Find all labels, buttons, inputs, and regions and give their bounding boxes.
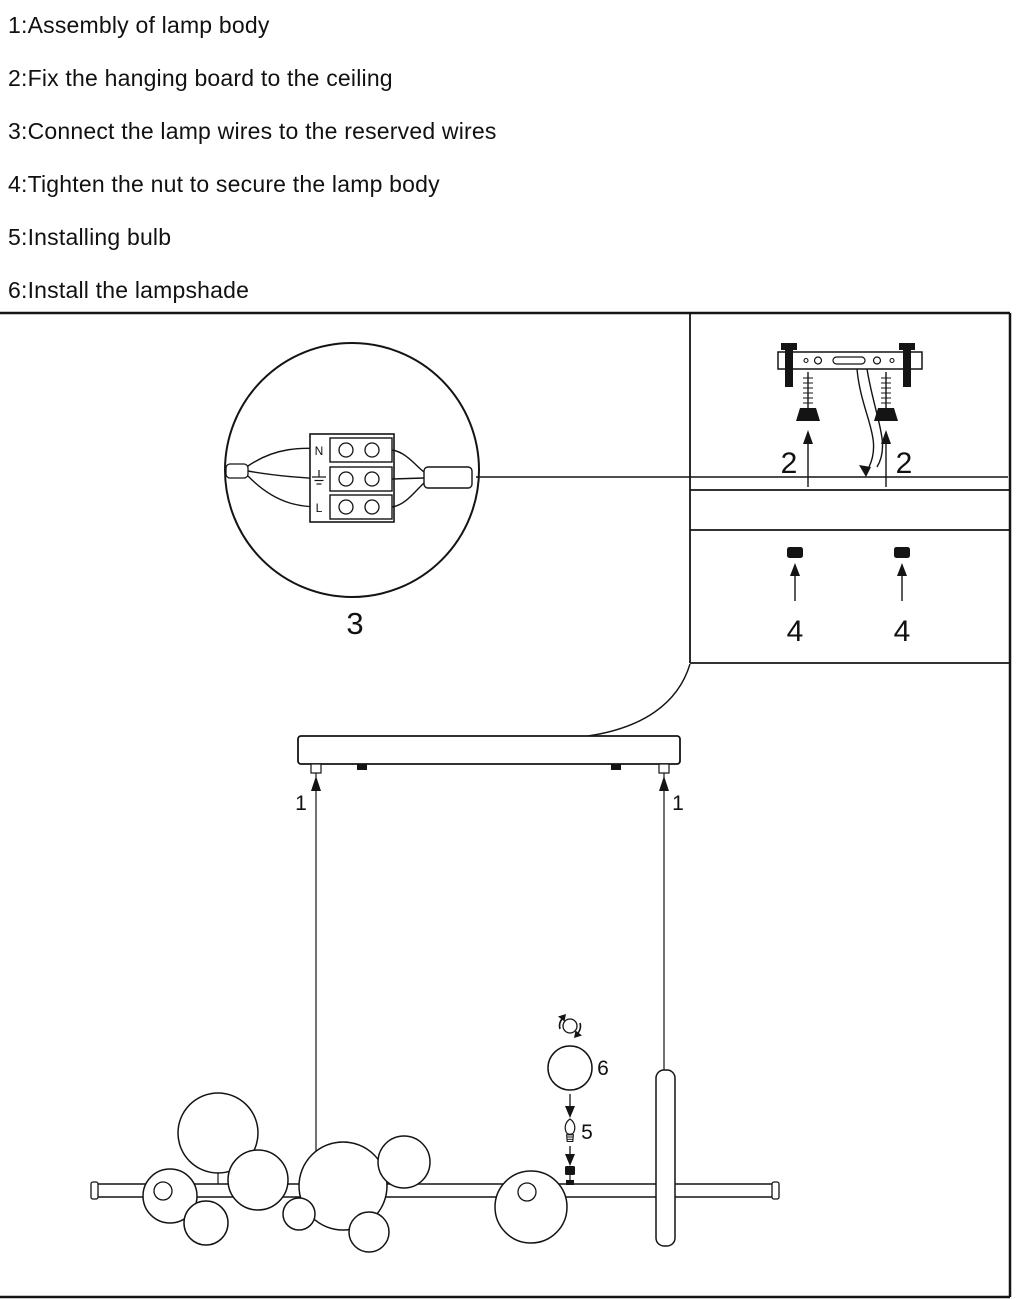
mounting-screw-left [796,372,820,421]
step5-label: 5 [581,1121,593,1144]
nut-panel: 4 4 [787,547,911,648]
instruction-step-2: 2:Fix the hanging board to the ceiling [8,65,393,91]
bar-endcap [90,1181,99,1200]
step6-label: 6 [597,1057,609,1080]
canopy-connector [658,763,670,774]
step2-label-right: 2 [896,447,913,480]
step4-label-left: 4 [787,615,804,648]
mounting-bolt-left [781,343,797,387]
canopy-stud [357,764,367,770]
glass-globe [282,1197,316,1231]
terminal-screw [364,442,380,458]
ceiling-canopy [297,735,681,765]
instruction-step-4: 4:Tighten the nut to secure the lamp bod… [8,171,440,197]
rotate-clockwise-icon [558,1014,582,1038]
hanging-board-panel: 2 2 [777,343,923,487]
leader-arc [587,663,691,737]
earth-ground-icon [312,470,326,485]
lamp-assembly: 1 1 [90,663,780,1253]
mounting-bolt-right [899,343,915,387]
hanging-board [777,351,923,370]
cable-right [423,466,473,489]
globe-socket [153,1181,173,1201]
instruction-step-6: 6:Install the lampshade [8,277,250,303]
board-slot [832,356,866,365]
instruction-step-5: 5:Installing bulb [8,224,172,250]
wire [391,482,425,508]
glass-globe [177,1092,259,1174]
terminal-screw [338,471,354,487]
reserved-wire [866,368,884,468]
wire-connection-detail: N L 3 [224,342,1008,641]
terminal-block [309,433,395,523]
arrow-up-icon [311,776,321,791]
board-hole [813,356,823,365]
socket-mount [566,1180,574,1185]
panel-lines [689,313,1010,664]
terminal-screw [364,499,380,515]
reserved-wire [856,368,875,468]
bar-endcap [771,1181,780,1200]
wire-arrowhead-icon [859,465,871,477]
arrow-up-icon [659,776,669,791]
arrow-up-icon [897,563,907,601]
instruction-step-3: 3:Connect the lamp wires to the reserved… [8,118,497,144]
canopy-stud [611,764,621,770]
mounting-screw-right [874,372,898,421]
board-hole [889,357,895,364]
neutral-terminal-label: N [315,444,324,458]
arrow-down-icon [565,1146,575,1166]
step4-label-right: 4 [894,615,911,648]
frame-lines [0,311,1012,1299]
board-hole [803,357,809,364]
step2-label-left: 2 [781,447,798,480]
arrow-up-icon [881,430,891,487]
terminal-screw [338,499,354,515]
glass-globe [494,1170,568,1244]
step1-label-left: 1 [295,792,307,815]
step1-label-right: 1 [672,792,684,815]
canopy-connector [310,763,322,774]
arrow-up-icon [803,430,813,487]
bulb-icon [564,1118,576,1143]
pendant-cylinder [655,1069,676,1247]
glass-globe [227,1149,289,1211]
step3-label: 3 [346,606,363,641]
arrow-up-icon [790,563,800,601]
nut [787,547,803,558]
nut [894,547,910,558]
glass-globe [298,1141,388,1231]
globe-socket [517,1182,537,1202]
instruction-list: 1:Assembly of lamp body 2:Fix the hangin… [8,14,497,332]
arrow-down-icon [565,1094,575,1118]
glass-globe [183,1200,229,1246]
glass-globe [348,1211,390,1253]
detail-circle [224,342,480,598]
terminal-screw [364,471,380,487]
terminal-screw [338,442,354,458]
cable-left [225,463,249,479]
board-hole [872,356,882,365]
bulb-assembly: 6 5 [547,1014,609,1185]
wire [391,477,425,480]
live-terminal-label: L [316,501,323,515]
bulb-socket [565,1166,575,1175]
instruction-step-1: 1:Assembly of lamp body [8,12,270,38]
lampshade-globe [547,1045,593,1091]
wire [391,449,425,473]
glass-globe [377,1135,431,1189]
